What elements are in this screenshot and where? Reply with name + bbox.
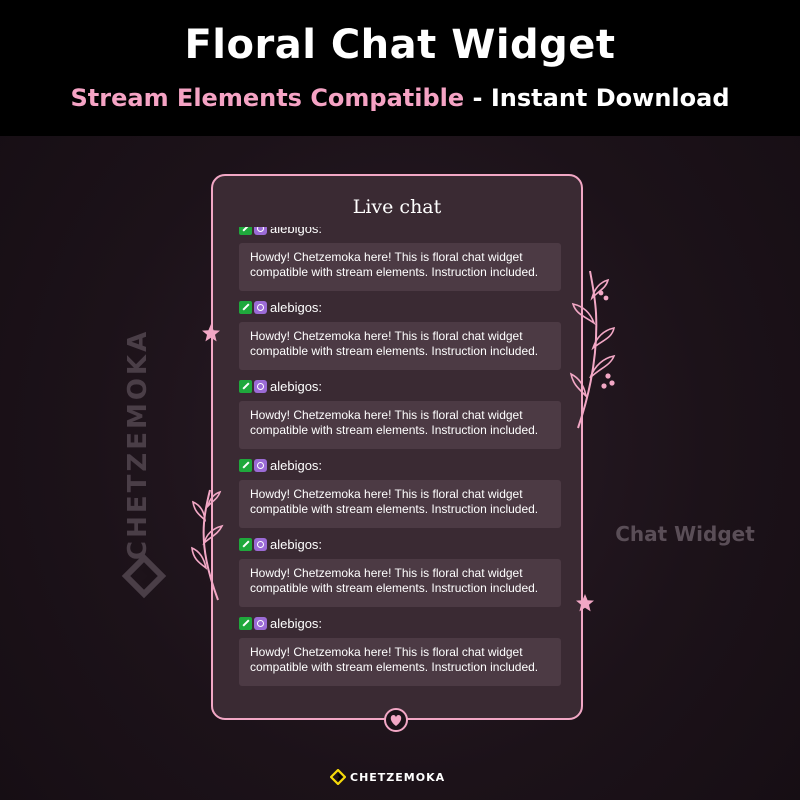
chat-message: alebigos: Howdy! Chetzemoka here! This i…: [239, 535, 561, 607]
subtitle-rest: - Instant Download: [464, 84, 730, 112]
message-header: alebigos:: [239, 535, 561, 553]
verified-badge-icon: [254, 227, 267, 235]
page-subtitle: Stream Elements Compatible - Instant Dow…: [0, 84, 800, 112]
sword-badge-icon: [239, 379, 252, 393]
verified-badge-icon: [254, 616, 267, 630]
chat-message: alebigos: Howdy! Chetzemoka here! This i…: [239, 227, 561, 291]
message-header: alebigos:: [239, 377, 561, 395]
chetzemoka-logo-icon: [330, 769, 346, 785]
chat-username: alebigos:: [270, 615, 323, 631]
subtitle-highlight: Stream Elements Compatible: [70, 84, 465, 112]
floral-branch-icon: [191, 489, 224, 601]
message-header: alebigos:: [239, 227, 561, 237]
header-banner: Floral Chat Widget Stream Elements Compa…: [0, 0, 800, 136]
chat-panel: Live chat alebigos: Howdy! Chetzemoka he…: [211, 174, 583, 720]
chat-message-text: Howdy! Chetzemoka here! This is floral c…: [239, 559, 561, 607]
page-title: Floral Chat Widget: [184, 22, 616, 68]
chat-message: alebigos: Howdy! Chetzemoka here! This i…: [239, 377, 561, 449]
heart-icon: [384, 708, 408, 732]
star-icon: [202, 324, 220, 342]
chat-message-text: Howdy! Chetzemoka here! This is floral c…: [239, 243, 561, 291]
sword-badge-icon: [239, 227, 252, 235]
chat-username: alebigos:: [270, 536, 323, 552]
star-icon: [576, 594, 594, 612]
chat-username: alebigos:: [270, 299, 323, 315]
chat-message-text: Howdy! Chetzemoka here! This is floral c…: [239, 401, 561, 449]
chat-message-text: Howdy! Chetzemoka here! This is floral c…: [239, 322, 561, 370]
chat-feed[interactable]: alebigos: Howdy! Chetzemoka here! This i…: [239, 227, 561, 697]
floral-branch-icon: [569, 270, 616, 429]
message-header: alebigos:: [239, 614, 561, 632]
chat-message: alebigos: Howdy! Chetzemoka here! This i…: [239, 456, 561, 528]
verified-badge-icon: [254, 537, 267, 551]
footer-brand-text: CHETZEMOKA: [350, 770, 446, 784]
message-header: alebigos:: [239, 298, 561, 316]
verified-badge-icon: [254, 300, 267, 314]
chat-message: alebigos: Howdy! Chetzemoka here! This i…: [239, 614, 561, 686]
sword-badge-icon: [239, 537, 252, 551]
chat-message-text: Howdy! Chetzemoka here! This is floral c…: [239, 480, 561, 528]
message-header: alebigos:: [239, 456, 561, 474]
verified-badge-icon: [254, 379, 267, 393]
chat-username: alebigos:: [270, 457, 323, 473]
chat-message: alebigos: Howdy! Chetzemoka here! This i…: [239, 298, 561, 370]
verified-badge-icon: [254, 458, 267, 472]
sword-badge-icon: [239, 458, 252, 472]
footer-brand: CHETZEMOKA: [330, 769, 445, 785]
chat-username: alebigos:: [270, 378, 323, 394]
watermark-logo-icon: [121, 553, 167, 599]
chat-widget-label: Chat Widget: [615, 522, 755, 546]
chat-title: Live chat: [352, 196, 442, 218]
sword-badge-icon: [239, 300, 252, 314]
sword-badge-icon: [239, 616, 252, 630]
watermark-text: CHETZEMOKA: [123, 328, 153, 560]
chat-message-text: Howdy! Chetzemoka here! This is floral c…: [239, 638, 561, 686]
chat-username: alebigos:: [270, 227, 323, 236]
